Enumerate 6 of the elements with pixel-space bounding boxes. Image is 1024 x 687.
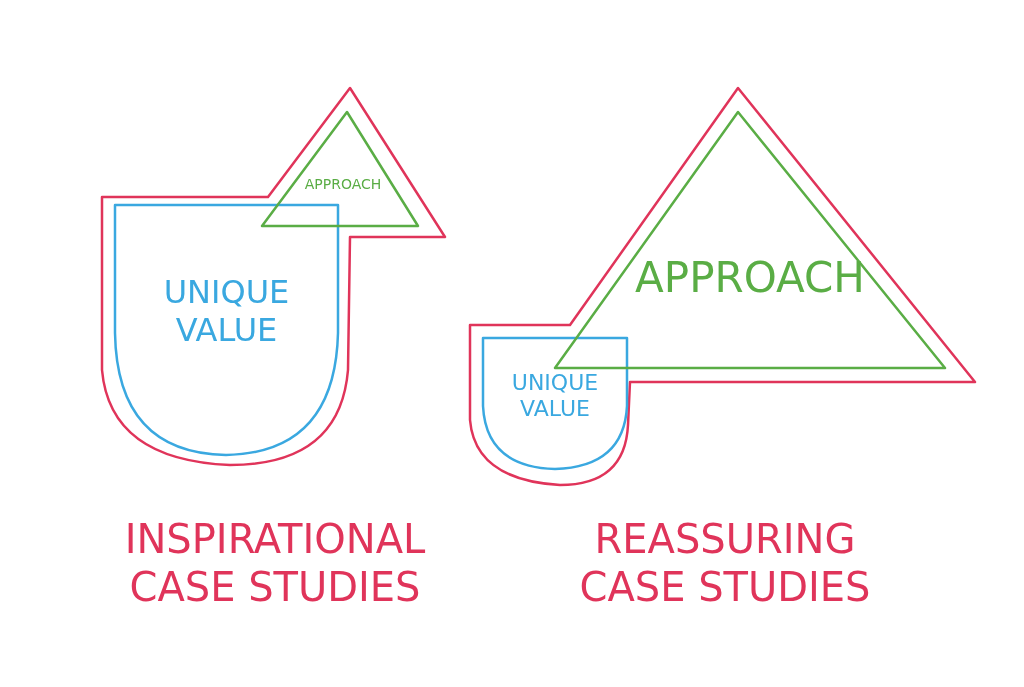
group-caption: REASSURING CASE STUDIES (578, 515, 872, 611)
group-caption: INSPIRATIONAL CASE STUDIES (123, 515, 427, 611)
shape-label: UNIQUE VALUE (162, 273, 291, 350)
shape-label: APPROACH (303, 176, 383, 193)
shape-label: UNIQUE VALUE (510, 370, 600, 423)
shape-label: APPROACH (634, 253, 866, 304)
